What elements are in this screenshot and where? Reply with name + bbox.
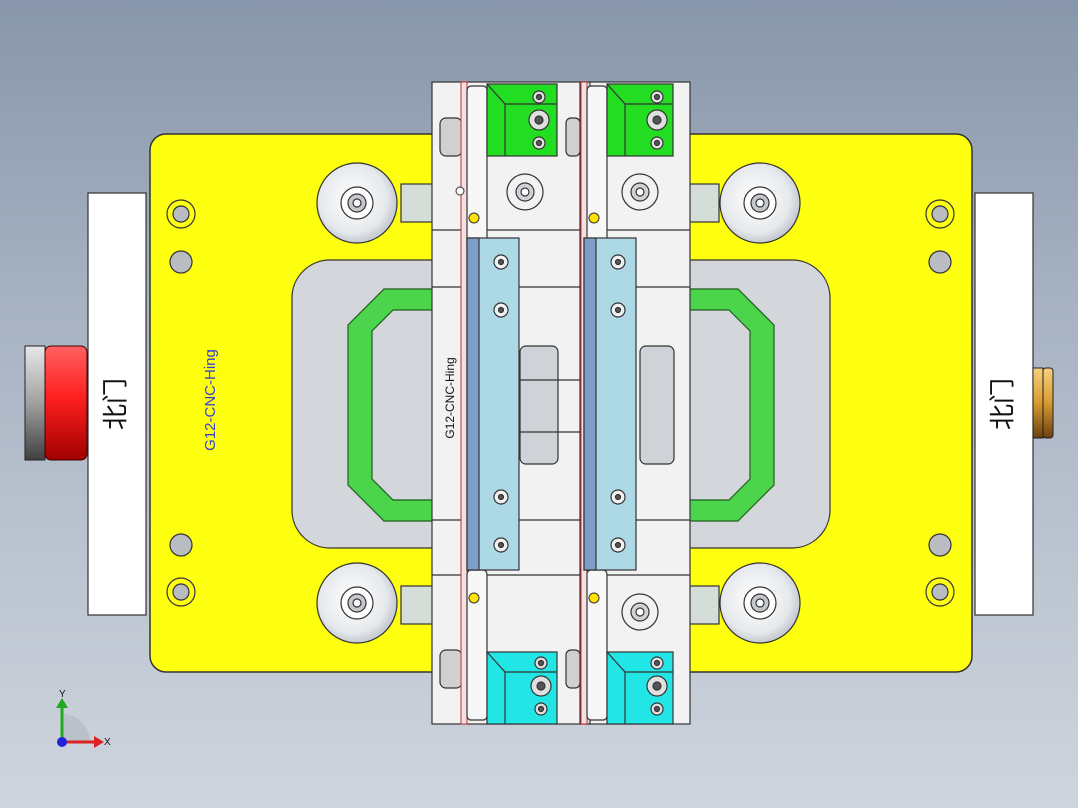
triad-x-label: X (104, 737, 111, 748)
left-side-bar (87, 192, 147, 616)
base-plate-holes (166, 199, 955, 607)
side-label-left: 北门 (102, 378, 132, 430)
blue-bar-left (466, 237, 520, 571)
blue-bar-right (583, 237, 637, 571)
right-brass-knob (1032, 367, 1054, 439)
part-label-center: G12-CNC-Hing (443, 357, 457, 438)
yellow-indicator-dots (455, 186, 600, 604)
green-block-right (606, 83, 674, 157)
axis-triad: Y X (56, 689, 111, 748)
left-red-knob (24, 345, 88, 461)
green-block-left (486, 83, 558, 157)
side-label-right: 北门 (989, 378, 1019, 430)
triad-y-label: Y (59, 689, 66, 700)
fixture-bolts (506, 173, 659, 631)
cyan-block-right (606, 651, 674, 725)
fixture-hooks (466, 85, 608, 721)
clamp-bottom-left (316, 562, 449, 644)
clamp-top-right (671, 162, 801, 244)
cyan-block-left (486, 651, 558, 725)
right-side-bar (974, 192, 1034, 616)
part-label-vertical: G12-CNC-Hing (202, 349, 219, 451)
